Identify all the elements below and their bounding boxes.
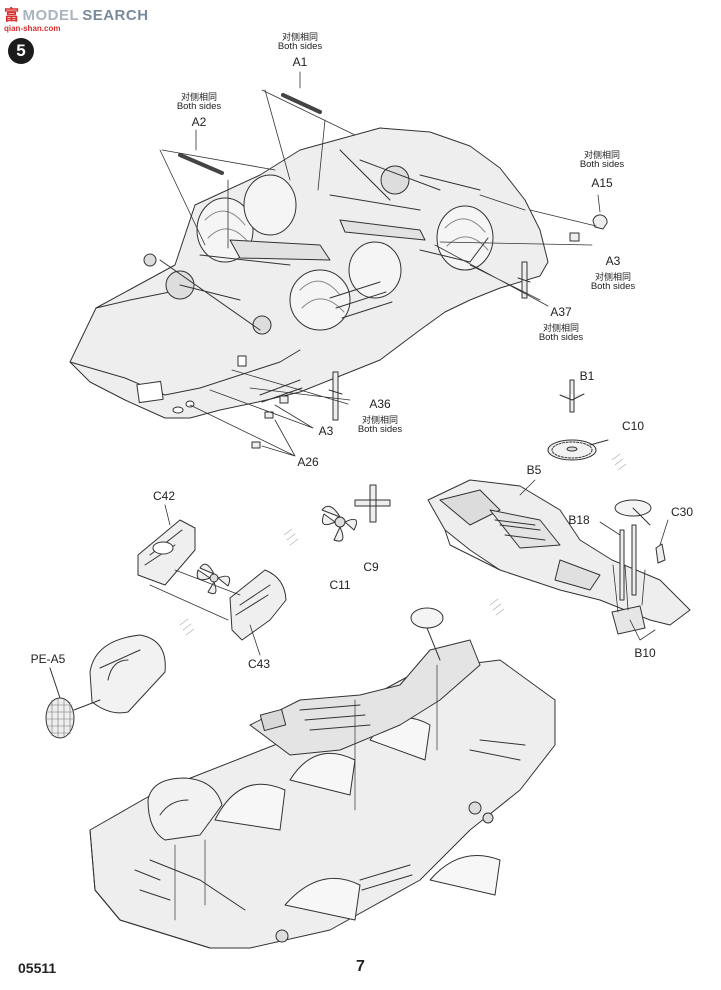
- part-a2-rod: [178, 153, 224, 175]
- callout-a2-en: Both sides: [176, 101, 222, 112]
- part-pe-a5-mesh: [45, 667, 101, 739]
- part-a26-pieces: [251, 411, 274, 449]
- part-a1-rod: [281, 93, 322, 114]
- part-c43-housing: [229, 569, 287, 641]
- part-b1: [559, 379, 585, 413]
- callout-b1: B1: [579, 369, 595, 383]
- part-steering-wheel: [614, 499, 652, 526]
- part-b10-seat: [611, 605, 646, 635]
- part-a37: [517, 261, 531, 299]
- callout-a2-part: A2: [191, 115, 207, 129]
- callout-a15-cn: 对侧相同: [583, 150, 621, 160]
- callout-a1-en: Both sides: [277, 41, 323, 52]
- callout-b18: B18: [568, 513, 590, 527]
- lower-chassis-drawing: [89, 607, 556, 949]
- part-c11-fan: [321, 505, 357, 542]
- watermark-url: qian-shan.com: [4, 24, 61, 33]
- callout-a3-left-part: A3: [318, 424, 334, 438]
- page-number: 7: [356, 958, 365, 975]
- callout-c30: C30: [670, 505, 694, 519]
- part-b18-levers: [619, 524, 637, 601]
- callout-a15-part: A15: [591, 176, 613, 190]
- part-a3-left: [279, 395, 289, 404]
- part-a15: [592, 214, 608, 230]
- watermark-brand-highlight: 富: [4, 7, 20, 24]
- part-c30: [655, 543, 666, 564]
- part-a36: [328, 371, 343, 421]
- callout-a3-right-en: Both sides: [590, 281, 636, 292]
- watermark-brand: SEARCH: [82, 7, 149, 24]
- part-duct-tube: [89, 634, 166, 714]
- callout-a26-part: A26: [297, 455, 319, 469]
- part-c10-gear: [547, 439, 609, 461]
- callout-c9: C9: [363, 560, 379, 574]
- callout-a37-cn: 对侧相同: [542, 323, 580, 333]
- part-a3-right: [569, 232, 580, 242]
- callout-c42: C42: [152, 489, 176, 503]
- callout-b5: B5: [526, 463, 542, 477]
- part-fan-blades: [196, 563, 231, 595]
- callout-pe-a5: PE-A5: [30, 652, 66, 666]
- callout-c43: C43: [247, 657, 271, 671]
- watermark-brand-mid: MODEL: [22, 7, 80, 24]
- step-number-badge: 5: [8, 38, 34, 64]
- callout-a1-part: A1: [292, 55, 308, 69]
- callout-a3-right-cn: 对侧相同: [594, 272, 632, 282]
- callout-b10: B10: [634, 646, 656, 660]
- kit-code: 05511: [18, 960, 57, 976]
- part-c42-housing: [137, 519, 196, 586]
- callout-a37-en: Both sides: [538, 332, 584, 343]
- part-b5-floor: [427, 479, 691, 626]
- callout-a2-cn: 对侧相同: [180, 92, 218, 102]
- callout-a36-cn: 对侧相同: [361, 415, 399, 425]
- callout-a15-en: Both sides: [579, 159, 625, 170]
- upper-chassis-drawing: [69, 127, 549, 419]
- callout-a1-cn: 对侧相同: [281, 32, 319, 42]
- callout-a3-right-part: A3: [605, 254, 621, 268]
- part-c9-cross: [354, 484, 391, 523]
- callout-c11: C11: [329, 578, 351, 592]
- callout-a36-en: Both sides: [357, 424, 403, 435]
- callout-c10: C10: [621, 419, 645, 433]
- callout-a36-part: A36: [369, 397, 391, 411]
- callout-a37-part: A37: [550, 305, 572, 319]
